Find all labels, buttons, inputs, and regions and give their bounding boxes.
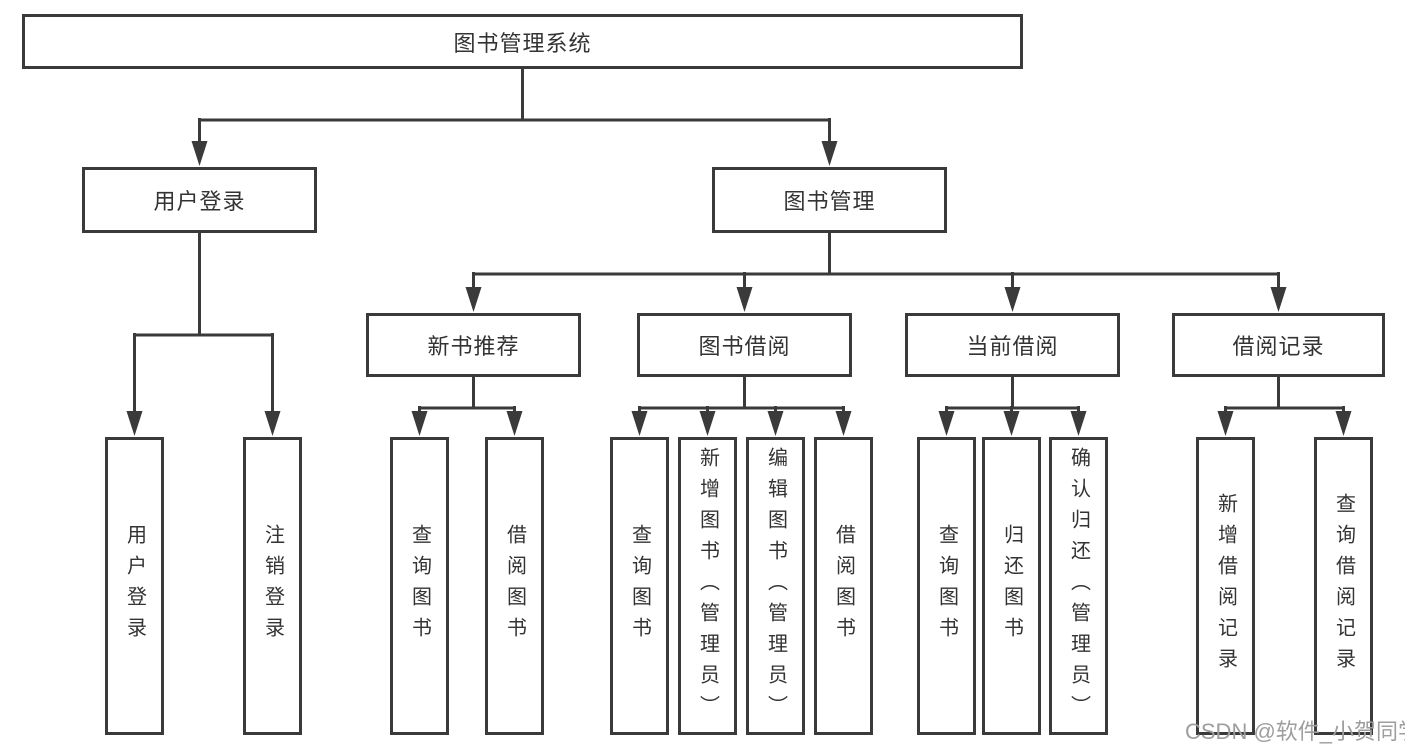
- leaf-user-login: 用户登录: [105, 437, 164, 735]
- leaf-label: 注销登录: [261, 524, 284, 648]
- leaf-label: 确认归还（管理员）: [1067, 446, 1090, 726]
- node-label: 图书借阅: [698, 334, 791, 359]
- node-user-login: 用户登录: [82, 167, 317, 233]
- arrow-icon: [1070, 411, 1087, 436]
- leaf-query-borrow-record: 查询借阅记录: [1314, 437, 1373, 735]
- node-label: 图书管理系统: [453, 30, 592, 56]
- node-borrow-records: 借阅记录: [1172, 313, 1385, 377]
- arrow-icon: [938, 411, 955, 436]
- node-new-book-recommend: 新书推荐: [366, 313, 581, 377]
- arrow-icon: [1335, 411, 1352, 436]
- leaf-label: 新增图书（管理员）: [696, 446, 719, 726]
- arrow-icon: [821, 141, 838, 166]
- leaf-logout: 注销登录: [243, 437, 302, 735]
- leaf-query-books-borrow: 查询图书: [610, 437, 669, 735]
- watermark: CSDN @软件_小贺同学: [1185, 719, 1405, 744]
- node-book-management: 图书管理: [712, 167, 947, 233]
- arrow-icon: [126, 411, 143, 436]
- node-label: 新书推荐: [427, 334, 520, 359]
- arrow-icon: [506, 411, 523, 436]
- leaf-label: 编辑图书（管理员）: [764, 446, 787, 726]
- leaf-label: 借阅图书: [503, 524, 526, 648]
- leaf-label: 查询图书: [408, 524, 431, 648]
- arrow-icon: [264, 411, 281, 436]
- arrow-icon: [736, 287, 753, 312]
- leaf-add-borrow-record: 新增借阅记录: [1196, 437, 1255, 735]
- leaf-borrow-books-recommend: 借阅图书: [485, 437, 544, 735]
- leaf-return-book: 归还图书: [982, 437, 1041, 735]
- arrow-icon: [191, 141, 208, 166]
- arrow-icon: [631, 411, 648, 436]
- arrowheads: [126, 141, 1352, 436]
- leaf-borrow-books: 借阅图书: [814, 437, 873, 735]
- arrow-icon: [1270, 287, 1287, 312]
- arrow-icon: [411, 411, 428, 436]
- leaf-label: 归还图书: [1000, 524, 1023, 648]
- node-label: 图书管理: [783, 189, 876, 214]
- leaf-label: 查询借阅记录: [1332, 493, 1355, 679]
- node-label: 借阅记录: [1232, 334, 1325, 359]
- arrow-icon: [699, 411, 716, 436]
- leaf-label: 新增借阅记录: [1214, 493, 1237, 679]
- leaf-query-books-current: 查询图书: [917, 437, 976, 735]
- arrow-icon: [767, 411, 784, 436]
- leaf-label: 借阅图书: [832, 524, 855, 648]
- arrow-icon: [835, 411, 852, 436]
- node-book-borrow: 图书借阅: [637, 313, 852, 377]
- leaf-edit-book-admin: 编辑图书（管理员）: [746, 437, 805, 735]
- node-current-borrow: 当前借阅: [905, 313, 1120, 377]
- leaf-query-books-recommend: 查询图书: [390, 437, 449, 735]
- leaf-confirm-return-admin: 确认归还（管理员）: [1049, 437, 1108, 735]
- arrow-icon: [1217, 411, 1234, 436]
- arrow-icon: [465, 287, 482, 312]
- leaf-label: 查询图书: [935, 524, 958, 648]
- arrow-icon: [1003, 411, 1020, 436]
- leaf-label: 查询图书: [628, 524, 651, 648]
- leaf-add-book-admin: 新增图书（管理员）: [678, 437, 737, 735]
- connector-paths: [133, 69, 1345, 415]
- node-label: 当前借阅: [966, 334, 1059, 359]
- leaf-label: 用户登录: [123, 524, 146, 648]
- arrow-icon: [1004, 287, 1021, 312]
- node-label: 用户登录: [153, 189, 246, 214]
- node-root-system: 图书管理系统: [22, 14, 1023, 69]
